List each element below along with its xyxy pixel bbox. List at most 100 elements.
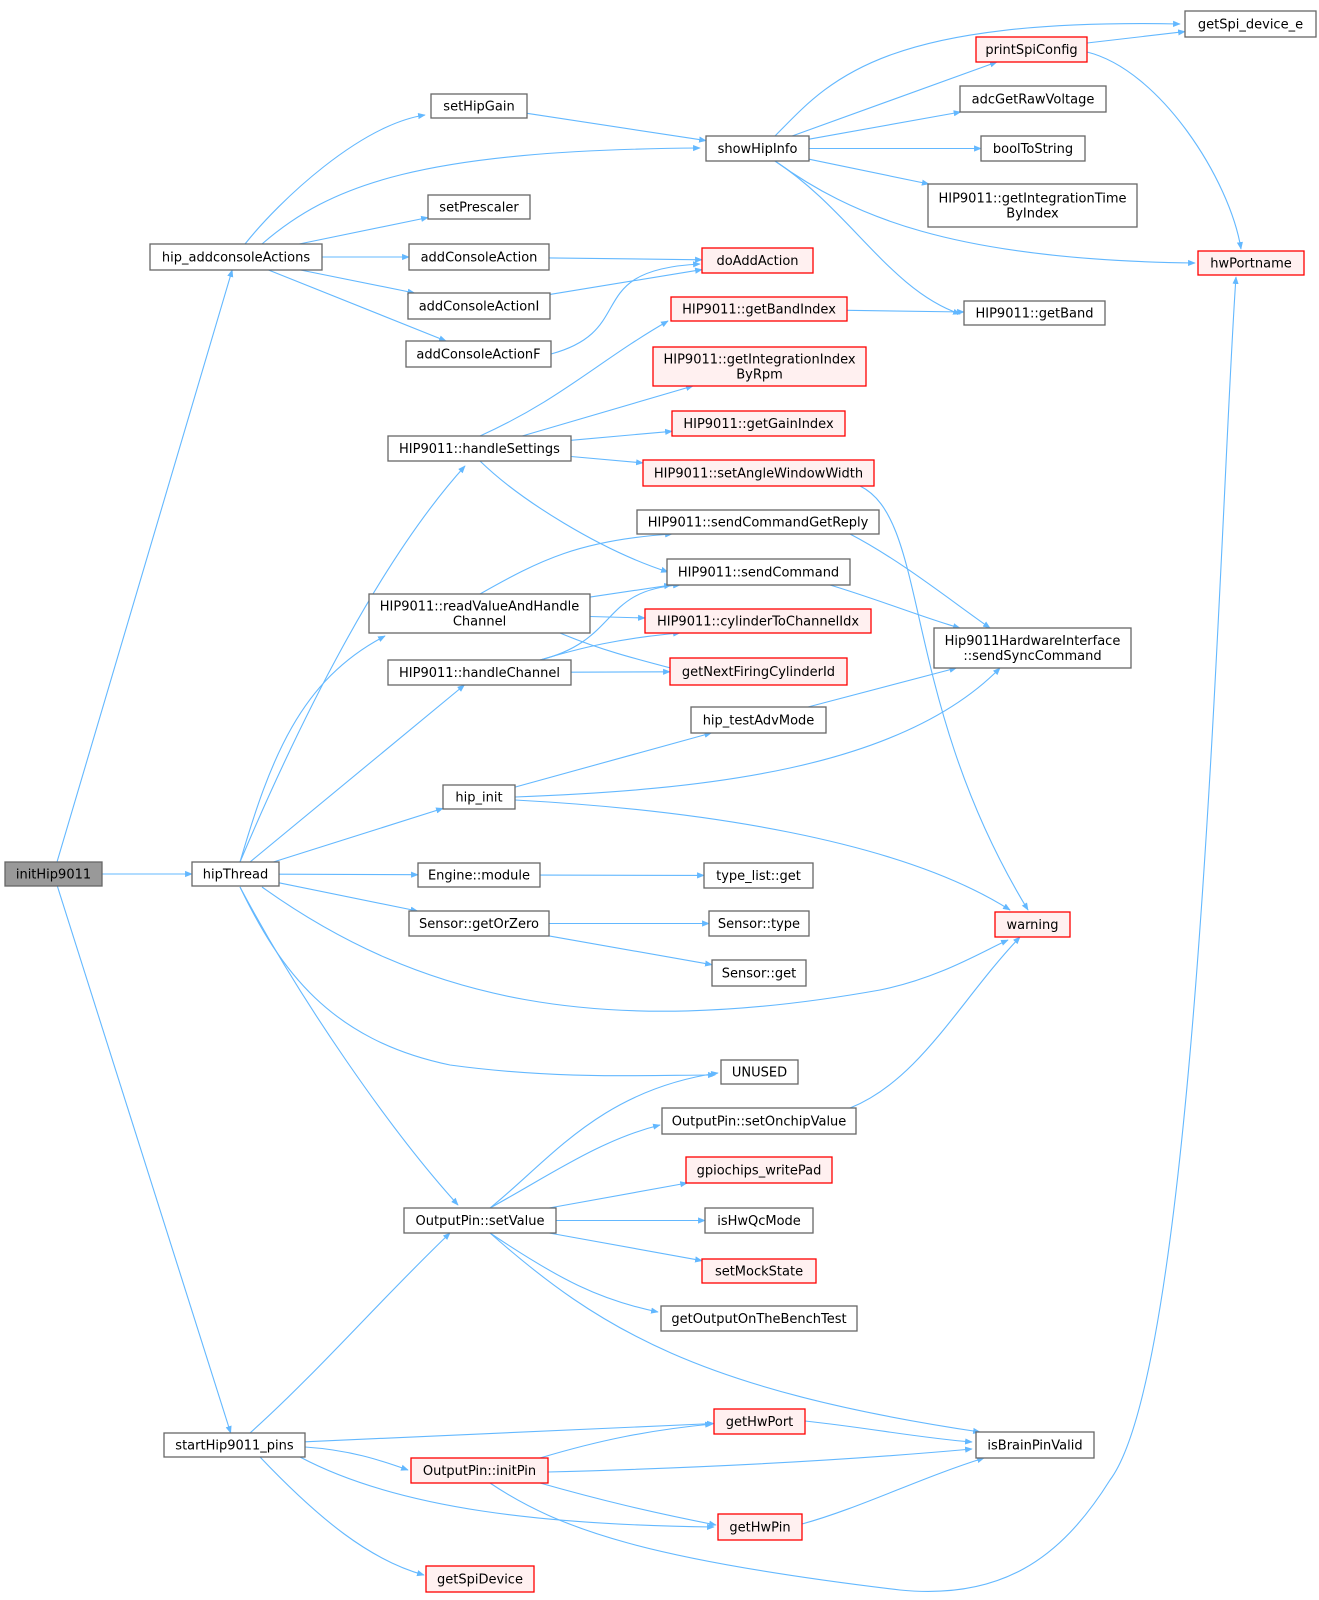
node-sensorType[interactable]: Sensor::type	[708, 910, 810, 937]
node-typeListGet[interactable]: type_list::get	[703, 862, 814, 889]
node-box	[410, 1457, 549, 1484]
node-label: HIP9011::getIntegrationTime	[938, 192, 1126, 207]
node-box	[191, 861, 280, 887]
node-box	[636, 509, 880, 535]
node-warning[interactable]: warning	[994, 911, 1071, 938]
node-sendCommand[interactable]: HIP9011::sendCommand	[666, 558, 851, 586]
node-label: HIP9011::setAngleWindowWidth	[654, 467, 863, 482]
edge-addConsoleAction-to-doAddAction	[548, 256, 703, 263]
node-startHip9011_pins[interactable]: startHip9011_pins	[163, 1432, 306, 1458]
node-label: getSpi_device_e	[1198, 18, 1303, 33]
edge-showHipInfo-to-printSpiConfig	[791, 61, 998, 137]
node-doAddAction[interactable]: doAddAction	[701, 247, 814, 274]
node-label: isHwQcMode	[717, 1214, 801, 1229]
edge-startHip9011_pins-to-getHwPort	[304, 1420, 715, 1443]
node-label: HIP9011::getGainIndex	[683, 417, 834, 432]
node-label: adcGetRawVoltage	[972, 93, 1095, 108]
node-hip_testAdvMode[interactable]: hip_testAdvMode	[690, 706, 827, 734]
node-label: HIP9011::handleSettings	[399, 442, 560, 457]
node-printSpiConfig[interactable]: printSpiConfig	[975, 36, 1088, 63]
edge-setValue-to-gpiochips_writePad	[549, 1181, 688, 1209]
edge-getBandIndex-to-getBand	[846, 308, 965, 315]
edge-handleSettings-to-sendCommand	[479, 460, 669, 573]
node-label: setMockState	[715, 1265, 803, 1280]
node-label: type_list::get	[716, 869, 801, 884]
node-isBrainPinValid[interactable]: isBrainPinValid	[975, 1431, 1095, 1459]
edge-printSpiConfig-to-getSpi_device_e	[1086, 29, 1186, 44]
node-getBandIndex[interactable]: HIP9011::getBandIndex	[670, 296, 848, 322]
edge-readValueAndHandleChannel-to-sendCommand	[589, 582, 672, 598]
node-label: Sensor::getOrZero	[419, 917, 539, 932]
edge-setAngleWindowWidth-to-warning	[859, 485, 1029, 911]
node-label: ::sendSyncCommand	[963, 649, 1101, 664]
edge-readValueAndHandleChannel-to-getNextFiringCylinderId	[559, 632, 687, 674]
node-gpiochips_writePad[interactable]: gpiochips_writePad	[685, 1156, 833, 1184]
edge-readValueAndHandleChannel-to-sendCommandGetReply	[479, 531, 673, 595]
edge-hipThread-to-hip_init	[273, 807, 444, 863]
node-sensorGet[interactable]: Sensor::get	[711, 959, 807, 987]
edge-startHip9011_pins-to-setValue	[249, 1232, 451, 1434]
node-addConsoleActionI[interactable]: addConsoleActionI	[407, 292, 551, 320]
node-addConsoleAction[interactable]: addConsoleAction	[408, 243, 550, 271]
node-getBand[interactable]: HIP9011::getBand	[963, 300, 1106, 326]
node-box	[387, 659, 572, 686]
node-UNUSED[interactable]: UNUSED	[720, 1059, 799, 1085]
node-setHipGain[interactable]: setHipGain	[430, 93, 528, 119]
node-box	[425, 1565, 535, 1593]
node-getOutputOnTheBenchTest[interactable]: getOutputOnTheBenchTest	[660, 1305, 858, 1332]
node-initHip9011[interactable]: initHip9011	[4, 861, 103, 887]
edge-printSpiConfig-to-hwPortname	[1086, 51, 1243, 250]
node-getHwPin[interactable]: getHwPin	[717, 1513, 803, 1541]
node-getHwPort[interactable]: getHwPort	[713, 1408, 806, 1435]
edge-hipThread-to-setValue	[239, 886, 459, 1206]
node-engineModule[interactable]: Engine::module	[417, 862, 541, 888]
node-box	[711, 959, 807, 987]
node-setPrescaler[interactable]: setPrescaler	[427, 194, 531, 220]
node-label: addConsoleActionF	[416, 348, 540, 363]
node-label: getHwPort	[726, 1415, 794, 1430]
node-label: doAddAction	[716, 254, 798, 269]
node-box	[642, 459, 875, 487]
node-box	[704, 1207, 814, 1234]
node-adcGetRawVoltage[interactable]: adcGetRawVoltage	[959, 85, 1107, 113]
node-sendSyncCommand[interactable]: Hip9011HardwareInterface::sendSyncComman…	[933, 627, 1132, 669]
node-getGainIndex[interactable]: HIP9011::getGainIndex	[671, 410, 846, 437]
edge-showHipInfo-to-hwPortname	[774, 160, 1196, 266]
node-setValue[interactable]: OutputPin::setValue	[403, 1207, 557, 1234]
node-label: initHip9011	[16, 868, 91, 883]
node-box	[963, 300, 1106, 326]
edge-hipThread-to-getOrZero	[278, 882, 419, 913]
node-hwPortname[interactable]: hwPortname	[1197, 250, 1305, 276]
edge-hip_addconsoleActions-to-addConsoleActionI	[300, 269, 416, 295]
node-showHipInfo[interactable]: showHipInfo	[705, 135, 810, 162]
node-label: isBrainPinValid	[987, 1439, 1082, 1454]
node-getNextFiringCylinderId[interactable]: getNextFiringCylinderId	[669, 657, 848, 686]
node-addConsoleActionF[interactable]: addConsoleActionF	[405, 340, 552, 368]
node-box	[671, 410, 846, 437]
node-setAngleWindowWidth[interactable]: HIP9011::setAngleWindowWidth	[642, 459, 875, 487]
node-box	[959, 85, 1107, 113]
node-boolToString[interactable]: boolToString	[980, 135, 1086, 162]
node-box	[427, 194, 531, 220]
node-hip_init[interactable]: hip_init	[442, 784, 516, 810]
edge-startHip9011_pins-to-getSpiDevice	[259, 1456, 425, 1577]
node-setMockState[interactable]: setMockState	[701, 1258, 817, 1284]
node-hip_addconsoleActions[interactable]: hip_addconsoleActions	[149, 243, 323, 271]
node-setOnchipValue[interactable]: OutputPin::setOnchipValue	[661, 1107, 857, 1135]
node-getSpi_device_e[interactable]: getSpi_device_e	[1184, 10, 1317, 38]
node-sendCommandGetReply[interactable]: HIP9011::sendCommandGetReply	[636, 509, 880, 535]
node-isHwQcMode[interactable]: isHwQcMode	[704, 1207, 814, 1234]
node-handleChannel[interactable]: HIP9011::handleChannel	[387, 659, 572, 686]
node-getOrZero[interactable]: Sensor::getOrZero	[408, 910, 550, 937]
node-handleSettings[interactable]: HIP9011::handleSettings	[387, 435, 572, 462]
node-initPin[interactable]: OutputPin::initPin	[410, 1457, 549, 1484]
node-box	[975, 1431, 1095, 1459]
edge-addConsoleActionI-to-doAddAction	[549, 267, 703, 295]
node-getSpiDevice[interactable]: getSpiDevice	[425, 1565, 535, 1593]
edge-setValue-to-getOutputOnTheBenchTest	[489, 1232, 659, 1314]
node-hipThread[interactable]: hipThread	[191, 861, 280, 887]
node-cylinderToChannelIdx[interactable]: HIP9011::cylinderToChannelIdx	[644, 608, 872, 634]
